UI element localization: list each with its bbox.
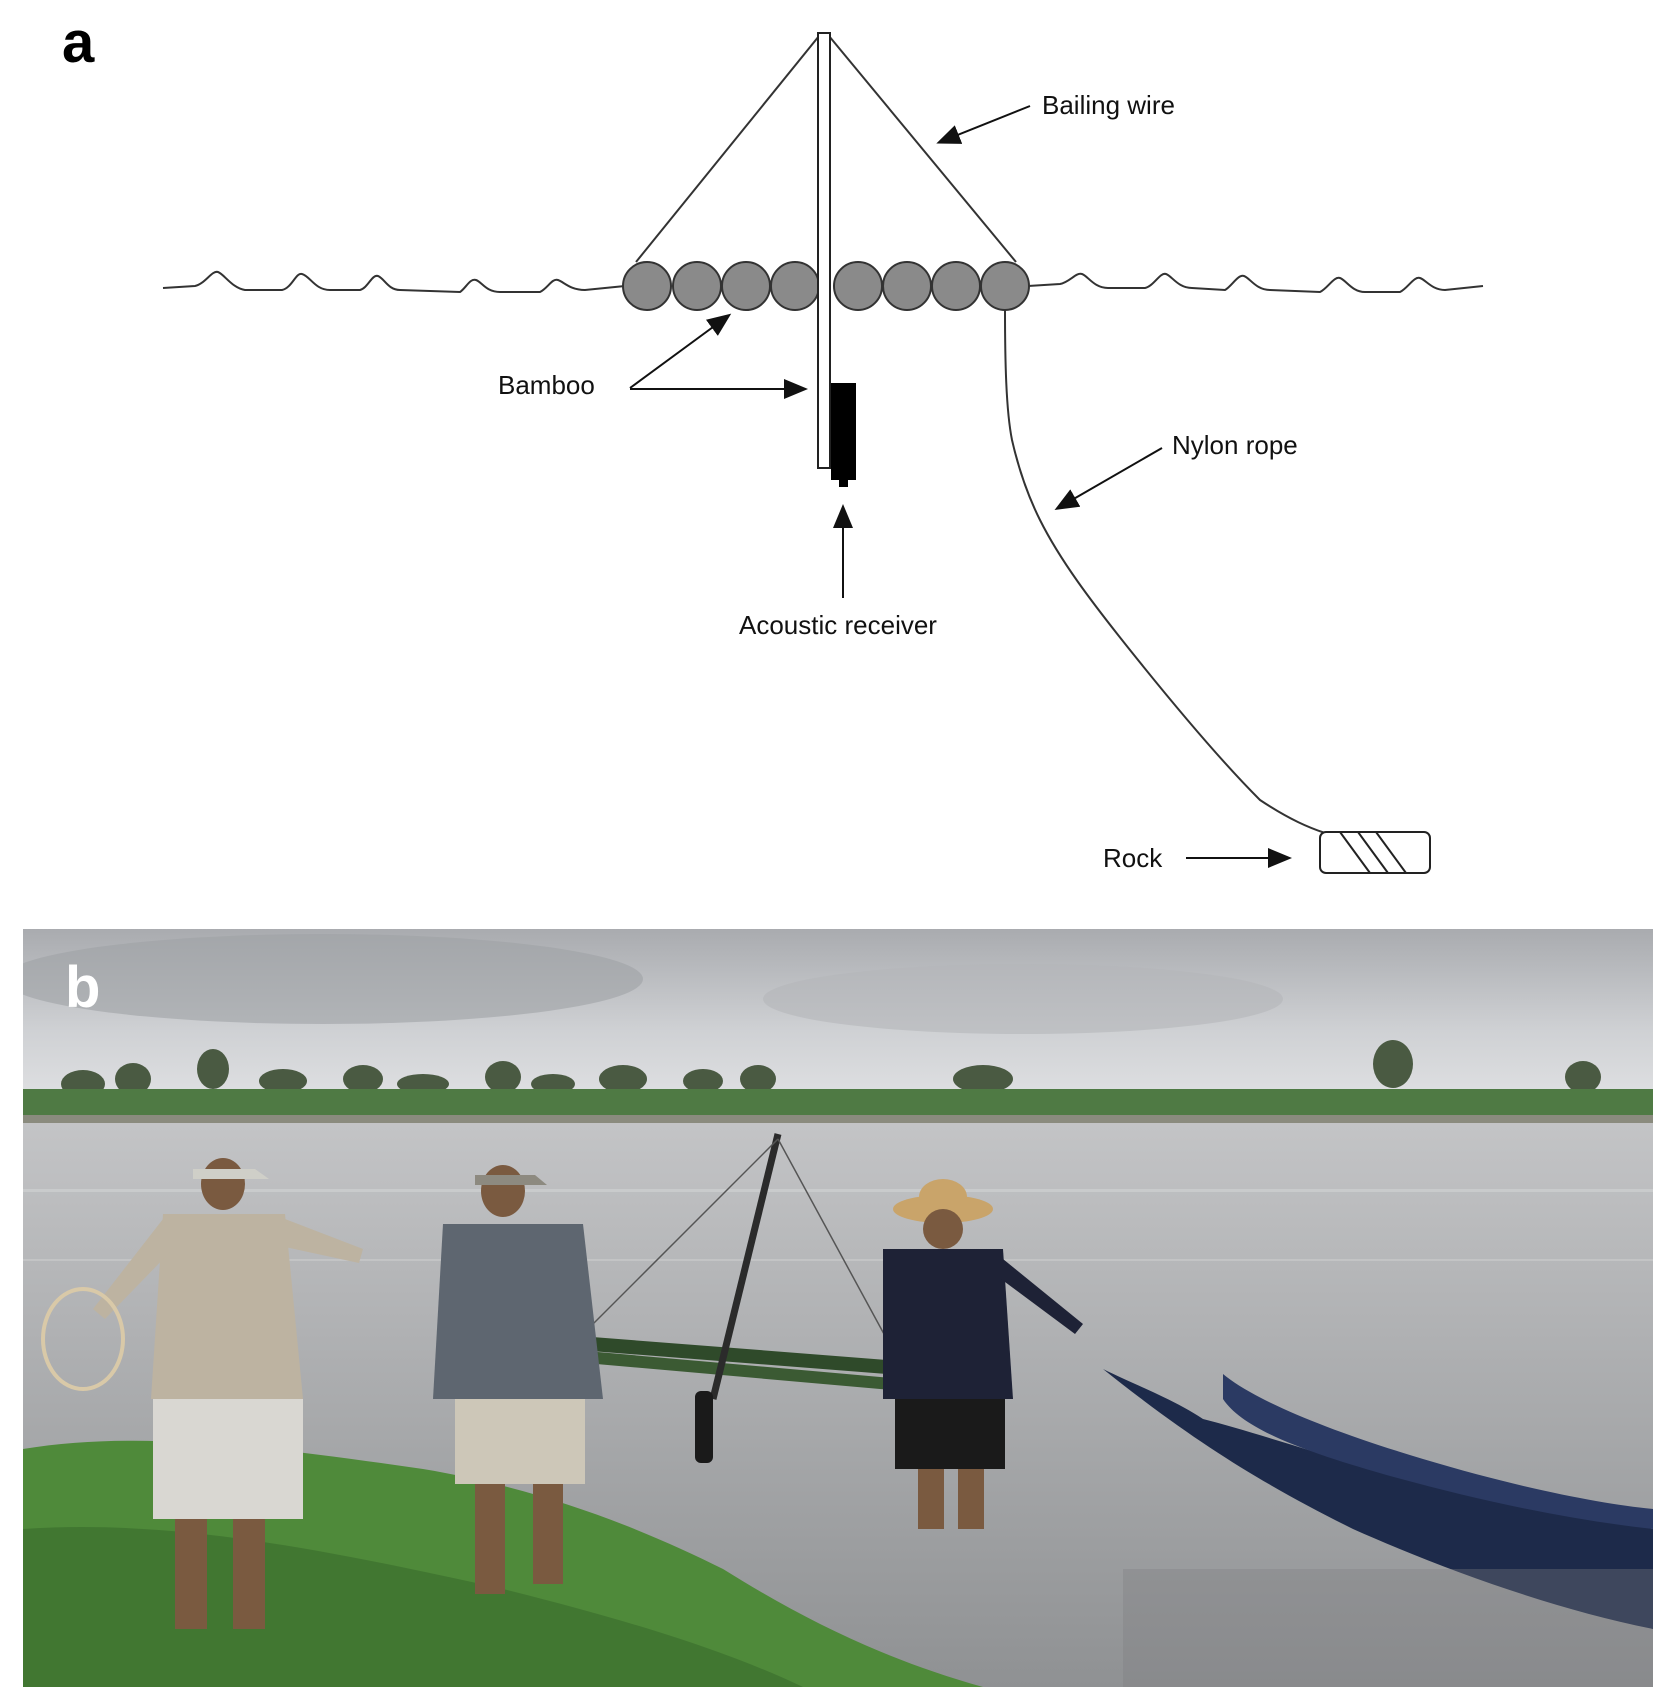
river-deployment-photo — [23, 929, 1653, 1687]
bamboo-float — [770, 261, 820, 311]
arrow-bamboo-float — [629, 313, 732, 389]
far-bank — [23, 1089, 1653, 1119]
bailing-wire-right — [828, 35, 1017, 263]
arrow-nylon-rope — [1054, 447, 1163, 510]
photo-panel-b: b — [23, 929, 1653, 1687]
bamboo-float — [931, 261, 981, 311]
bamboo-float — [721, 261, 771, 311]
arrow-bailing-wire — [936, 105, 1031, 144]
bamboo-floats — [622, 261, 1030, 311]
bamboo-raft — [546, 1133, 920, 1463]
bailing-wire-left — [635, 35, 820, 263]
label-nylon-rope: Nylon rope — [1172, 430, 1298, 460]
diagram-panel-a: a — [62, 10, 1484, 874]
nylon-rope — [1004, 309, 1326, 834]
label-bailing-wire: Bailing wire — [1042, 90, 1175, 120]
panel-label-a: a — [62, 10, 95, 75]
panel-label-b: b — [65, 955, 101, 1020]
person-middle — [433, 1165, 603, 1594]
boat — [1103, 1369, 1653, 1629]
bamboo-float — [622, 261, 672, 311]
person-right — [883, 1179, 1083, 1529]
acoustic-receiver-tip — [839, 478, 848, 487]
bamboo-float — [980, 261, 1030, 311]
acoustic-receiver-photo — [695, 1391, 713, 1463]
bamboo-float — [672, 261, 722, 311]
far-treeline — [61, 1040, 1601, 1098]
acoustic-receiver — [831, 383, 856, 480]
label-bamboo: Bamboo — [498, 370, 595, 400]
mooring-diagram — [162, 32, 1484, 874]
rock — [1319, 831, 1431, 874]
label-rock: Rock — [1103, 843, 1163, 873]
bamboo-pole — [817, 32, 831, 469]
label-acoustic-receiver: Acoustic receiver — [739, 610, 937, 640]
bamboo-float — [833, 261, 883, 311]
bamboo-float — [882, 261, 932, 311]
person-left — [41, 1158, 363, 1629]
water-surface-right — [1027, 272, 1484, 294]
water-surface-left — [162, 270, 626, 294]
